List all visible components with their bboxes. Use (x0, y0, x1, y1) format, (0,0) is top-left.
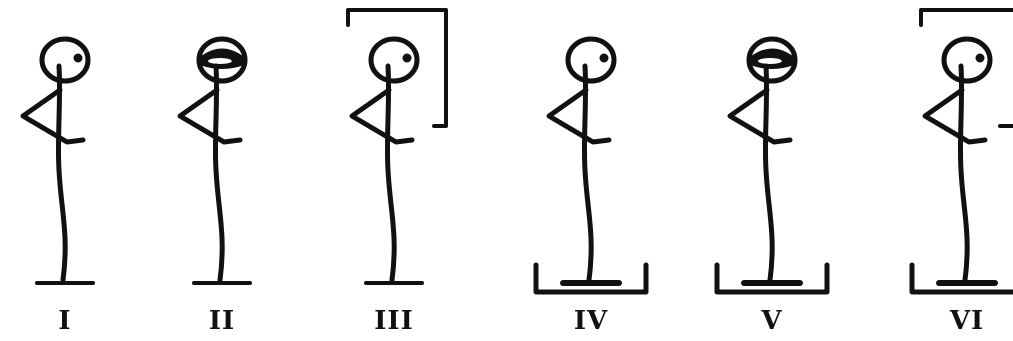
arm-line (177, 87, 243, 145)
figure-1-label: I (58, 306, 72, 336)
floor-bracket (909, 262, 1013, 295)
body-line (762, 63, 775, 283)
upper-bracket (919, 8, 1013, 128)
arm-line (546, 87, 612, 145)
arm-line (20, 87, 86, 145)
eye-dot (230, 53, 240, 63)
figure-5-label: V (761, 306, 783, 336)
figure-3-label: III (374, 306, 414, 336)
body-line (55, 63, 68, 283)
head-circle (746, 36, 798, 84)
figure-5: V (697, 0, 847, 341)
figure-2: II (147, 0, 297, 341)
eye-dot (975, 53, 985, 63)
body-line (212, 63, 225, 283)
figure-1: I (0, 0, 140, 341)
head-shading-highlight (208, 58, 232, 64)
upper-bracket (346, 8, 448, 128)
body-line (581, 63, 594, 283)
figure-3-drawing (346, 8, 448, 285)
head-circle (565, 36, 617, 84)
arm-line (349, 87, 415, 145)
figure-3: III (319, 0, 469, 341)
figure-6-label: VI (949, 306, 985, 336)
eye-dot (780, 53, 790, 63)
floor-bracket (533, 262, 649, 295)
figure-6-drawing (909, 8, 1013, 295)
figure-4-label: IV (573, 306, 609, 336)
arm-line (727, 87, 793, 145)
figure-2-label: II (208, 306, 236, 336)
figure-4: IV (516, 0, 666, 341)
head-circle (39, 36, 91, 84)
arm-line (922, 87, 988, 145)
head-circle (196, 36, 248, 84)
figure-2-drawing (177, 36, 252, 285)
eye-dot (402, 53, 412, 63)
head-shading-highlight (758, 58, 782, 64)
figure-5-drawing (714, 36, 830, 295)
head-circle (368, 36, 420, 84)
eye-dot (599, 53, 609, 63)
head-circle (941, 36, 993, 84)
eye-dot (73, 53, 83, 63)
figure-4-drawing (533, 36, 649, 295)
floor-bracket (714, 262, 830, 295)
body-line (957, 63, 970, 283)
figure-1-drawing (20, 36, 95, 285)
figure-6: VI (892, 0, 1013, 341)
body-line (384, 63, 397, 283)
